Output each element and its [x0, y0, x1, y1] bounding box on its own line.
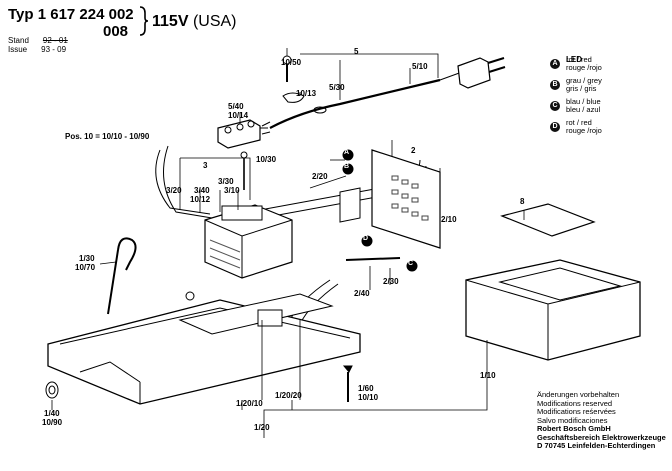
rubber-foot: [45, 381, 59, 399]
spring-clip: [107, 237, 137, 315]
footer-notice: Änderungen vorbehalten Modifications res…: [537, 390, 666, 451]
callout-2: 2: [411, 146, 416, 155]
callout-3: 3: [203, 161, 208, 170]
legend-item-d: D rot / red rouge /rojo: [550, 119, 665, 135]
type-number: Typ 1 617 224 002: [8, 6, 134, 23]
callout-5: 5: [354, 47, 359, 56]
led-marker-c: [406, 260, 418, 272]
issue-label: Issue: [8, 45, 28, 54]
callout-1-20: 1/20: [254, 423, 270, 432]
callout-1-20-20: 1/20/20: [275, 391, 302, 400]
legend-item-label: rouge /rojo: [566, 63, 602, 72]
callout-1-30: 1/30: [79, 254, 95, 263]
badge-d-legend-icon: D: [550, 122, 560, 132]
badge-a-icon: A: [344, 149, 350, 156]
callout-10-70: 10/70: [75, 263, 96, 272]
badge-c-icon: C: [408, 260, 414, 267]
label-plate: [500, 203, 596, 237]
issue-value: 93 - 09: [41, 45, 67, 54]
power-cord: [258, 71, 463, 135]
callout-10-90: 10/90: [42, 418, 63, 427]
led-marker-d: [361, 235, 373, 247]
type-variant: 008: [103, 23, 129, 40]
transformer: [204, 204, 293, 279]
footer-line: Modifications reśervées: [537, 407, 616, 416]
callout-10-12: 10/12: [190, 195, 211, 204]
footer-line: Modifications reserved: [537, 398, 613, 408]
voltage-value: 115V: [152, 13, 189, 30]
footer-address: D 70745 Leinfelden-Echterdingen: [537, 441, 656, 450]
callout-10-13: 10/13: [296, 89, 317, 98]
led-marker-a: [342, 149, 354, 161]
callout-1-10: 1/10: [480, 371, 496, 380]
callout-3-20: 3/20: [166, 186, 182, 195]
cable-clamp: [282, 92, 305, 103]
screw-10-50: [282, 55, 292, 82]
badge-b-legend-icon: B: [550, 80, 560, 90]
legend-item-label: rouge /rojo: [566, 126, 602, 135]
callout-2-20: 2/20: [312, 172, 328, 181]
voltage-label: 115V (USA): [152, 13, 237, 31]
callout-5-30: 5/30: [329, 83, 345, 92]
legend-item-label: blau / blue: [566, 97, 601, 106]
revision-block: Stand 92 - 01 Issue 93 - 09: [8, 36, 68, 54]
callout-5-40: 5/40: [228, 102, 244, 111]
badge-a-legend-icon: A: [550, 59, 560, 69]
legend-item-c: C blau / blue bleu / azul: [550, 98, 665, 114]
callout-8: 8: [520, 197, 525, 206]
callout-2-40: 2/40: [354, 289, 370, 298]
footer-division: Geschäftsbereich Elektrowerkzeuge: [537, 432, 666, 442]
circuit-board: [339, 149, 441, 249]
legend-item-label: rot / red: [566, 55, 592, 64]
stand-label: Stand: [8, 36, 29, 45]
callout-2-30: 2/30: [383, 277, 399, 286]
legend-item-label: rot / red: [566, 118, 592, 127]
base-housing: [47, 291, 361, 405]
callout-3-10: 3/10: [224, 186, 240, 195]
legend-item-label: bleu / azul: [566, 105, 601, 114]
brace-icon: [139, 6, 149, 36]
callout-1-60: 1/60: [358, 384, 374, 393]
callout-10-10: 10/10: [358, 393, 379, 402]
callout-1-20-10: 1/20/10: [236, 399, 263, 408]
callout-2-10: 2/10: [441, 215, 457, 224]
voltage-region: (USA): [192, 13, 237, 30]
legend-item-label: grau / grey: [566, 76, 602, 85]
callout-10-30: 10/30: [256, 155, 277, 164]
callout-10-14: 10/14: [228, 111, 249, 120]
legend-title: LED: [566, 55, 582, 64]
callout-3-40: 3/40: [194, 186, 210, 195]
led-legend: LED A rot / red rouge /rojo B grau / gre…: [550, 56, 665, 140]
badge-c-legend-icon: C: [550, 101, 560, 111]
legend-item-a: A rot / red rouge /rojo: [550, 56, 665, 72]
callout-5-10: 5/10: [412, 62, 428, 71]
badge-b-icon: B: [344, 163, 350, 170]
terminal-block: [217, 119, 261, 149]
callout-1-40: 1/40: [44, 409, 60, 418]
stand-value: 92 - 01: [42, 36, 68, 45]
footer-line: Änderungen vorbehalten: [537, 390, 620, 399]
callout-3-30: 3/30: [218, 177, 234, 186]
legend-item-b: B grau / grey gris / gris: [550, 77, 665, 93]
footer-company: Robert Bosch GmbH: [537, 424, 611, 433]
legend-item-label: gris / gris: [566, 84, 597, 93]
callout-10-50: 10/50: [281, 58, 302, 67]
badge-d-icon: D: [363, 235, 369, 242]
footer-line: Salvo modificaciones: [537, 415, 608, 425]
mains-plug: [457, 57, 506, 89]
callout-pos-10: Pos. 10 = 10/10 - 10/90: [65, 132, 150, 141]
led-marker-b: [342, 163, 354, 175]
screw-1-60: [342, 365, 353, 402]
housing-cover: [465, 259, 641, 361]
